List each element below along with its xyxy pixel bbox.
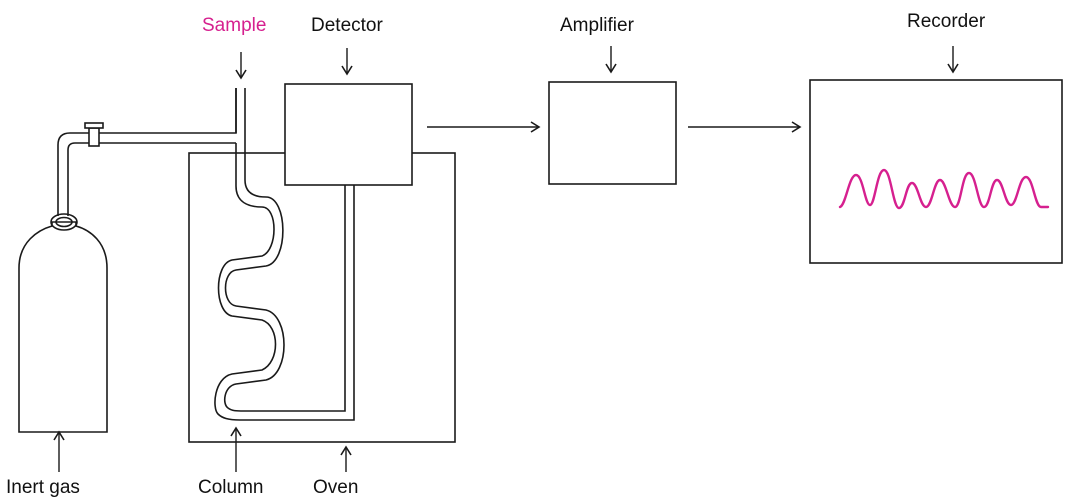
detector-label: Detector <box>311 15 383 36</box>
detector-box <box>284 83 413 186</box>
chromatogram-trace <box>838 168 1050 210</box>
gas-pipe <box>57 88 237 216</box>
recorder-box <box>809 79 1063 264</box>
amplifier-label: Amplifier <box>560 15 635 36</box>
oven-box <box>188 152 456 443</box>
cylinder-valve-inner <box>55 216 73 228</box>
gas-pipe-inner <box>67 142 236 216</box>
inert-gas-label: Inert gas <box>6 477 80 498</box>
recorder-label: Recorder <box>907 11 986 32</box>
gas-cylinder <box>18 221 108 433</box>
flow-valve-handle <box>84 122 104 129</box>
cylinder-valve <box>50 213 78 231</box>
flow-valve <box>88 127 100 147</box>
oven-label: Oven <box>313 477 358 498</box>
column-outer <box>214 143 355 421</box>
amplifier-box <box>548 81 677 185</box>
column-inner <box>223 143 346 412</box>
sample-label: Sample <box>202 15 266 36</box>
column-label: Column <box>198 477 263 498</box>
